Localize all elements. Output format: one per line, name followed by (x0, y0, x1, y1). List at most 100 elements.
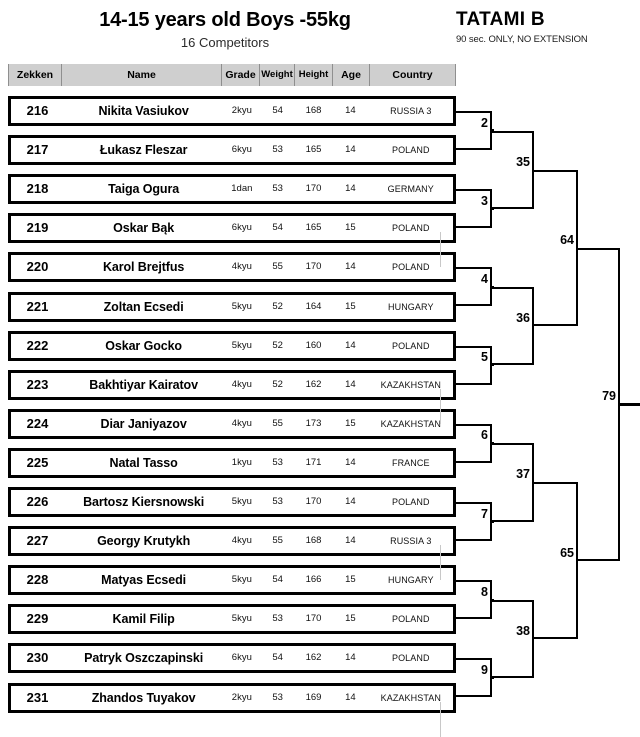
cell-zekken: 223 (26, 376, 49, 392)
cell-zekken: 228 (26, 572, 49, 588)
cell-name: Oskar Bąk (113, 221, 175, 236)
bracket-r1-box-9 (456, 658, 492, 698)
cell-weight: 55 (272, 261, 283, 273)
cell-weight: 54 (272, 652, 283, 664)
tatami-label: TATAMI B (456, 9, 545, 30)
cell-grade: 2kyu (231, 105, 252, 116)
cell-height: 160 (305, 339, 322, 351)
cell-weight: 54 (272, 105, 283, 116)
bracket-r1-box-5 (456, 345, 492, 385)
cell-height: 162 (305, 652, 322, 664)
bracket-match-4[interactable]: 4 (481, 271, 488, 286)
cell-zekken: 221 (26, 298, 49, 314)
bracket-guide-line (440, 388, 441, 424)
cell-zekken: 227 (26, 533, 49, 549)
cell-zekken: 224 (26, 415, 49, 431)
cell-weight: 54 (272, 574, 283, 586)
bracket-match-37[interactable]: 37 (516, 467, 530, 482)
bracket-match-6[interactable]: 6 (481, 428, 488, 443)
cell-country: KAZAKHSTAN (380, 692, 441, 703)
cell-name: Łukasz Fleszar (99, 143, 188, 158)
bracket-match-7[interactable]: 7 (481, 506, 488, 521)
bracket-match-8[interactable]: 8 (481, 584, 488, 599)
bracket-match-38[interactable]: 38 (516, 623, 530, 638)
cell-height: 162 (305, 378, 322, 390)
cell-height: 170 (305, 613, 322, 625)
bracket-match-5[interactable]: 5 (481, 350, 488, 365)
cell-country: POLAND (391, 614, 430, 625)
cell-grade: 4kyu (231, 261, 252, 273)
bracket-r1-box-7 (456, 502, 492, 542)
cell-grade: 5kyu (231, 574, 252, 586)
tatami-block: TATAMI B 90 sec. ONLY, NO EXTENSION (456, 9, 640, 47)
cell-weight: 53 (272, 496, 283, 507)
cell-weight: 52 (272, 300, 283, 312)
cell-name: Karol Brejtfus (102, 260, 185, 275)
cell-country: POLAND (391, 262, 430, 273)
cell-grade: 4kyu (231, 417, 252, 429)
cell-age: 14 (345, 105, 356, 116)
cell-country: RUSSIA 3 (390, 106, 432, 116)
column-header-age: Age (333, 64, 370, 86)
cell-age: 15 (345, 574, 356, 586)
bracket-match-65[interactable]: 65 (560, 545, 574, 560)
cell-height: 165 (305, 144, 322, 156)
bracket-r1-box-2 (456, 111, 492, 151)
cell-country: POLAND (391, 497, 430, 507)
cell-grade: 1kyu (231, 456, 252, 468)
cell-height: 165 (305, 222, 322, 234)
cell-name: Kamil Filip (112, 612, 175, 627)
cell-height: 168 (305, 535, 322, 547)
bracket-match-79[interactable]: 79 (602, 389, 616, 404)
cell-name: Matyas Ecsedi (101, 573, 187, 588)
column-header-weight: Weight (260, 64, 295, 86)
cell-weight: 54 (272, 222, 283, 234)
cell-zekken: 219 (26, 220, 49, 236)
cell-age: 14 (345, 144, 356, 156)
bracket-match-35[interactable]: 35 (516, 154, 530, 169)
cell-zekken: 226 (26, 494, 49, 509)
cell-grade: 6kyu (231, 652, 252, 664)
bracket-r1-box-3 (456, 189, 492, 229)
bracket-match-36[interactable]: 36 (516, 311, 530, 326)
cell-name: Nikita Vasiukov (98, 104, 189, 118)
bracket-r1-box-4 (456, 267, 492, 307)
bracket-r2-box-35 (492, 130, 534, 209)
cell-age: 14 (345, 691, 356, 703)
cell-name: Oskar Gocko (105, 338, 182, 353)
cell-age: 14 (345, 183, 356, 195)
cell-country: KAZAKHSTAN (380, 379, 441, 390)
cell-age: 15 (345, 417, 356, 429)
cell-country: POLAND (391, 145, 430, 156)
cell-name: Zhandos Tuyakov (91, 690, 196, 705)
bracket-match-3[interactable]: 3 (481, 193, 488, 208)
cell-grade: 4kyu (231, 535, 252, 547)
cell-weight: 52 (272, 378, 283, 390)
bracket-match-2[interactable]: 2 (481, 115, 488, 130)
cell-zekken: 218 (26, 181, 49, 197)
page-header: 14-15 years old Boys -55kg 16 Competitor… (0, 0, 640, 58)
bracket-r2-box-37 (492, 443, 534, 522)
cell-zekken: 222 (26, 337, 49, 353)
cell-weight: 52 (272, 339, 283, 351)
bracket-match-9[interactable]: 9 (481, 662, 488, 677)
bracket-guide-line (440, 545, 441, 581)
cell-age: 14 (345, 261, 356, 273)
bracket-match-64[interactable]: 64 (560, 232, 574, 247)
